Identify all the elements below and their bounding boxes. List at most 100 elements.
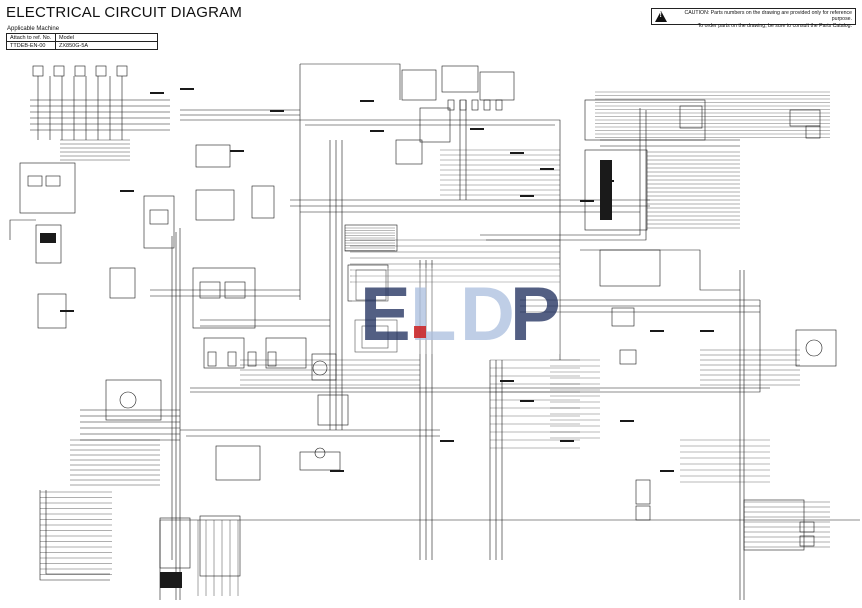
label-mark: [620, 420, 634, 422]
component-box: [203, 337, 245, 369]
label-mark: [700, 330, 714, 332]
component-box: [45, 175, 61, 187]
label-mark: [370, 130, 384, 132]
label-mark: [540, 168, 554, 170]
component-box: [743, 499, 805, 551]
component-box: [447, 99, 455, 111]
connector-block: [600, 160, 612, 220]
component-box: [116, 65, 128, 77]
wire-path: [190, 300, 770, 393]
component-box: [441, 65, 479, 93]
component-box: [95, 65, 107, 77]
label-mark: [440, 440, 454, 442]
wire-path: [180, 429, 440, 437]
component-box: [635, 479, 651, 505]
table-cell-model: ZX850G-5A: [55, 41, 158, 50]
label-mark: [650, 330, 664, 332]
terminal: [119, 391, 137, 409]
wire-path: [290, 199, 650, 213]
table-row: TTDEB-EN-00 ZX850G-5A: [6, 41, 158, 50]
component-box: [347, 264, 389, 302]
label-mark: [470, 128, 484, 130]
connector-block: [40, 233, 56, 243]
component-box: [789, 109, 821, 127]
component-box: [149, 209, 169, 225]
component-box: [311, 353, 337, 381]
component-box: [251, 185, 275, 219]
label-mark: [270, 110, 284, 112]
component-box: [265, 337, 307, 369]
component-box: [401, 69, 437, 101]
terminal: [314, 447, 326, 459]
label-mark: [600, 180, 614, 182]
component-box: [27, 175, 43, 187]
label-mark: [510, 152, 524, 154]
component-box: [19, 162, 76, 214]
caution-box: CAUTION: Parts numbers on the drawing ar…: [651, 8, 856, 29]
component-box: [611, 307, 635, 327]
component-box: [199, 281, 221, 299]
label-mark: [660, 470, 674, 472]
component-box: [199, 515, 241, 577]
component-box: [109, 267, 136, 299]
wire-path: [200, 319, 330, 327]
component-box: [495, 99, 503, 111]
label-mark: [120, 190, 134, 192]
label-mark: [330, 470, 344, 472]
component-box: [805, 125, 821, 139]
terminal: [312, 360, 328, 376]
applicable-machine-table: Attach to ref. No. Model TTDEB-EN-00 ZX8…: [6, 33, 158, 50]
wire-path: [9, 219, 36, 240]
connector-block: [160, 572, 182, 588]
component-box: [317, 394, 349, 426]
component-box: [395, 139, 423, 165]
component-box: [483, 99, 491, 111]
warning-triangle-icon: [655, 11, 667, 22]
wire-path: [329, 140, 343, 430]
wire-path: [39, 490, 110, 581]
component-box: [159, 517, 191, 569]
component-box: [227, 351, 237, 367]
component-box: [584, 149, 648, 231]
caution-line-2: To order parts on the drawing, be sure t…: [697, 22, 852, 29]
wire-path: [739, 270, 745, 600]
component-box: [32, 65, 44, 77]
component-box: [635, 505, 651, 521]
component-box: [354, 319, 398, 353]
component-box: [679, 105, 703, 129]
component-box: [355, 269, 387, 301]
label-mark: [560, 440, 574, 442]
label-mark: [150, 92, 164, 94]
label-mark: [520, 400, 534, 402]
component-box: [143, 195, 175, 249]
label-mark: [60, 310, 74, 312]
wire-path: [520, 299, 760, 313]
component-box: [215, 445, 261, 481]
label-mark: [520, 195, 534, 197]
component-box: [361, 325, 389, 349]
wire-path: [299, 63, 401, 300]
caution-line-1: CAUTION: Parts numbers on the drawing ar…: [684, 10, 852, 23]
component-box: [35, 224, 62, 264]
component-box: [192, 267, 256, 329]
wire-path: [600, 139, 740, 147]
label-mark: [180, 88, 194, 90]
component-box: [105, 379, 162, 421]
component-box: [795, 329, 837, 367]
label-mark: [580, 200, 594, 202]
wire-path: [300, 119, 561, 360]
component-box: [267, 351, 277, 367]
component-box: [471, 99, 479, 111]
component-box: [619, 349, 637, 365]
applicable-machine-label: Applicable Machine: [7, 26, 60, 32]
wire-path: [419, 260, 433, 560]
label-mark: [230, 150, 244, 152]
component-box: [419, 107, 451, 143]
component-box: [479, 71, 515, 101]
component-box: [224, 281, 246, 299]
component-box: [299, 451, 341, 471]
wire-path: [171, 228, 181, 600]
component-box: [799, 535, 815, 547]
